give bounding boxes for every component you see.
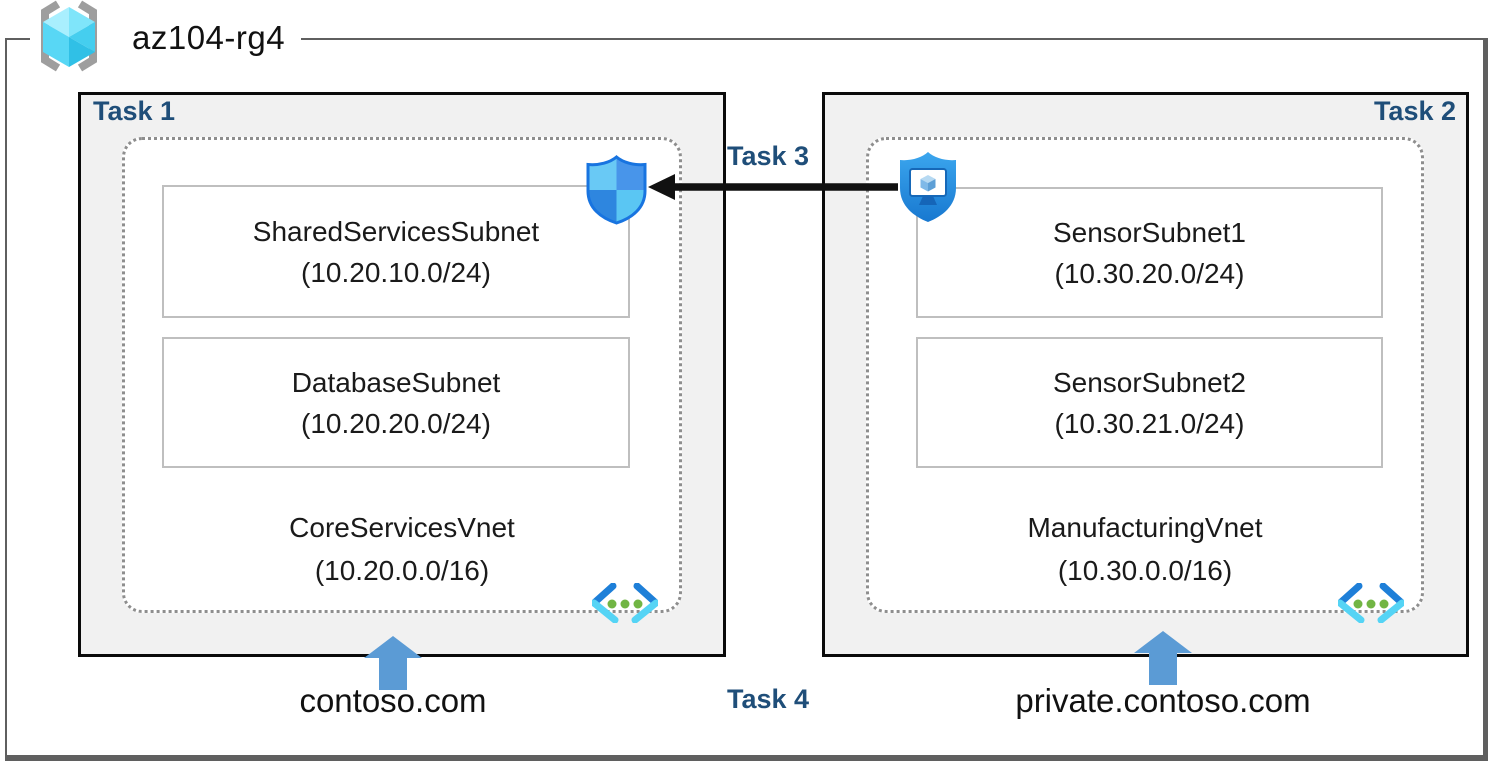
subnet-cidr: (10.30.20.0/24) xyxy=(1054,257,1245,289)
subnet-name: DatabaseSubnet xyxy=(291,366,501,398)
subnet-name: SensorSubnet1 xyxy=(1052,216,1247,248)
task2-label: Task 2 xyxy=(1373,96,1456,126)
vnet-cidr: (10.20.0.0/16) xyxy=(314,555,490,586)
subnet-name: SharedServicesSubnet xyxy=(252,215,540,247)
subnet-cidr: (10.30.21.0/24) xyxy=(1054,407,1245,439)
subnet-cidr: (10.20.20.0/24) xyxy=(301,407,491,439)
dns-zone-label-private-contoso: private.contoso.com xyxy=(1015,682,1311,719)
network-security-group-shield-icon xyxy=(585,155,648,230)
bastion-shield-icon xyxy=(896,150,960,229)
resource-group-icon xyxy=(34,0,104,78)
virtual-network-icon xyxy=(590,582,660,628)
resource-group-frame xyxy=(5,38,1488,761)
subnet-box-sensor1: SensorSubnet1 (10.30.20.0/24) xyxy=(916,187,1383,318)
vnet-caption-manufacturing: ManufacturingVnet (10.30.0.0/16) xyxy=(866,506,1424,592)
task1-label: Task 1 xyxy=(93,96,176,126)
subnet-box-sensor2: SensorSubnet2 (10.30.21.0/24) xyxy=(916,337,1383,468)
vnet-name: ManufacturingVnet xyxy=(1027,512,1263,543)
subnet-box-database: DatabaseSubnet (10.20.20.0/24) xyxy=(162,337,630,468)
subnet-box-sharedservices: SharedServicesSubnet (10.20.10.0/24) xyxy=(162,185,630,318)
task3-label: Task 3 xyxy=(726,141,810,171)
subnet-name: SensorSubnet2 xyxy=(1052,366,1247,398)
task4-label: Task 4 xyxy=(726,684,810,714)
vnet-caption-coreservices: CoreServicesVnet (10.20.0.0/16) xyxy=(122,506,682,592)
connection-arrow-icon xyxy=(648,171,898,208)
vnet-cidr: (10.30.0.0/16) xyxy=(1057,555,1233,586)
up-arrow-icon xyxy=(1134,631,1192,690)
up-arrow-icon xyxy=(364,636,422,695)
resource-group-header: az104-rg4 xyxy=(30,0,302,78)
vnet-name: CoreServicesVnet xyxy=(289,512,515,543)
virtual-network-icon xyxy=(1336,582,1406,628)
subnet-cidr: (10.20.10.0/24) xyxy=(301,256,491,288)
resource-group-label: az104-rg4 xyxy=(132,19,286,56)
